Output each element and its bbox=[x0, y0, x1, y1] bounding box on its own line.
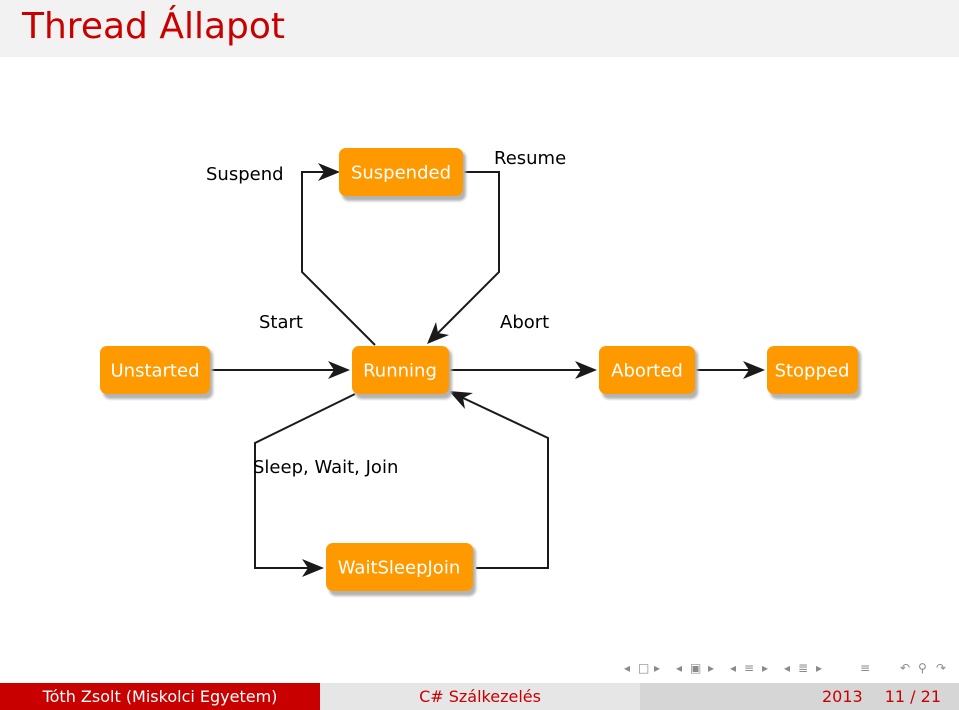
nav-frame-icon[interactable]: □ bbox=[638, 661, 650, 675]
node-aborted: Aborted bbox=[599, 346, 698, 399]
arrowhead-aborted-stopped bbox=[743, 361, 765, 379]
node-suspended: Suspended bbox=[339, 148, 466, 201]
nav-next-page-icon[interactable]: ▸ bbox=[816, 661, 823, 675]
edge-sleep-wait-join bbox=[254, 393, 356, 569]
arrowhead-resume bbox=[427, 322, 449, 344]
node-label: Running bbox=[363, 361, 437, 382]
footer-topic: C# Szálkezelés bbox=[320, 683, 640, 710]
node-label: Aborted bbox=[611, 361, 683, 382]
nav-prev-section-icon[interactable]: ◂ bbox=[730, 661, 737, 675]
nav-prev-subsection-icon[interactable]: ◂ bbox=[676, 661, 683, 675]
node-stopped: Stopped bbox=[767, 346, 861, 399]
nav-subsection-icon[interactable]: ▣ bbox=[690, 661, 702, 675]
footer-date-page: 2013 11 / 21 bbox=[640, 683, 959, 710]
nav-next-section-icon[interactable]: ▸ bbox=[762, 661, 769, 675]
nav-search-icon[interactable]: ⚲ bbox=[918, 661, 927, 675]
node-label: Suspended bbox=[351, 163, 451, 184]
nav-section-icon[interactable]: ≡ bbox=[744, 661, 755, 675]
node-running: Running bbox=[352, 346, 452, 399]
nav-next-subsection-icon[interactable]: ▸ bbox=[708, 661, 715, 675]
footer-author: Tóth Zsolt (Miskolci Egyetem) bbox=[0, 683, 320, 710]
arrowhead-sleep-wait-join bbox=[302, 559, 324, 577]
nav-forward-icon[interactable]: ↷ bbox=[936, 661, 947, 675]
footer-year: 2013 bbox=[822, 687, 863, 706]
edge-label-suspend: Suspend bbox=[206, 164, 284, 185]
slide-title: Thread Állapot bbox=[22, 6, 286, 47]
thread-state-diagram: Suspended Unstarted Running Aborted Stop… bbox=[100, 148, 861, 596]
nav-align-icon[interactable]: ≡ bbox=[860, 661, 871, 675]
node-label: WaitSleepJoin bbox=[338, 558, 460, 579]
edge-label-start: Start bbox=[259, 312, 303, 333]
edge-label-sleep-wait-join: Sleep, Wait, Join bbox=[253, 457, 398, 478]
node-label: Stopped bbox=[775, 361, 850, 382]
arrowhead-abort bbox=[575, 361, 597, 379]
arrowhead-waitsleepjoin-running bbox=[449, 391, 473, 409]
edge-label-resume: Resume bbox=[494, 148, 566, 169]
title-bar bbox=[0, 0, 959, 57]
arrowhead-start bbox=[328, 361, 350, 379]
footer: Tóth Zsolt (Miskolci Egyetem) C# Szálkez… bbox=[0, 683, 959, 710]
edges bbox=[210, 163, 765, 577]
node-unstarted: Unstarted bbox=[100, 346, 213, 399]
footer-page-number: 11 / 21 bbox=[884, 687, 941, 706]
nav-next-frame-icon[interactable]: ▸ bbox=[654, 661, 661, 675]
nav-prev-page-icon[interactable]: ◂ bbox=[784, 661, 791, 675]
nav-back-icon[interactable]: ↶ bbox=[900, 661, 911, 675]
nav-prev-frame-icon[interactable]: ◂ bbox=[624, 661, 631, 675]
edge-waitsleepjoin-running bbox=[460, 396, 549, 569]
edge-suspend bbox=[301, 171, 376, 346]
node-label: Unstarted bbox=[110, 361, 199, 382]
edge-label-abort: Abort bbox=[500, 312, 549, 333]
edge-resume bbox=[436, 171, 500, 335]
nav-document-icon[interactable]: ≣ bbox=[798, 661, 809, 675]
arrowhead-suspend bbox=[318, 163, 340, 181]
node-waitsleepjoin: WaitSleepJoin bbox=[326, 543, 476, 596]
navigation-bar: ◂ □ ▸ ◂ ▣ ▸ ◂ ≡ ▸ ◂ ≣ ▸ ≡ ↶ ⚲ ↷ bbox=[624, 661, 954, 679]
